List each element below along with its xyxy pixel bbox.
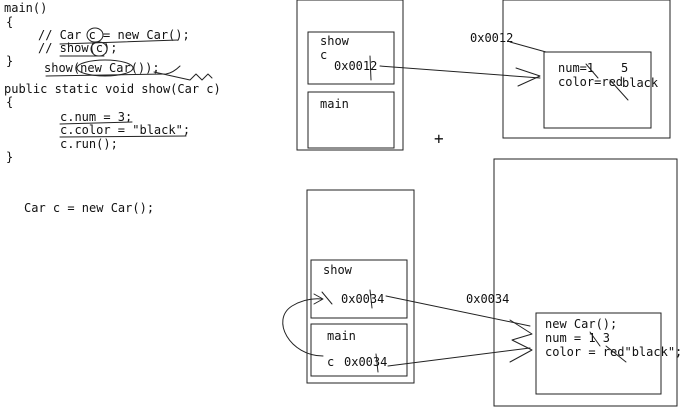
- code-line-open-brace-2: {: [6, 95, 13, 109]
- plus-mark: +: [434, 129, 444, 148]
- bottom-frame-main-addr: 0x0034: [344, 355, 387, 369]
- top-obj-color-new: black: [622, 76, 659, 90]
- bottom-num-strike: [589, 331, 601, 347]
- code-line-run-call: c.run();: [60, 137, 118, 151]
- copy-reference-curve: [282, 298, 324, 357]
- code-listing: main() { // Car c = new Car(); // show(c…: [4, 1, 221, 215]
- bottom-frame-main-label: main: [327, 329, 356, 343]
- top-pointer-arrow: [379, 65, 541, 79]
- code-line-main: main(): [4, 1, 47, 15]
- bottom-show-addr-strike: [369, 289, 373, 309]
- circle-c-show: [90, 41, 108, 57]
- copy-reference-arrowhead: [313, 293, 324, 305]
- code-line-commented-show: // show(c);: [38, 41, 117, 55]
- top-frame-main-label: main: [320, 97, 349, 111]
- bottom-show-pointer-arrow: [385, 295, 531, 327]
- top-stack: [296, 0, 404, 151]
- top-diagram: show c 0x0012 main 0x0012 num=1 5 color=…: [296, 0, 671, 151]
- bottom-stack: [306, 189, 415, 384]
- top-frame-main: [307, 91, 395, 149]
- code-line-color-assign: c.color = "black";: [60, 123, 190, 137]
- top-car-object: [543, 51, 652, 129]
- top-heap-addr-leader: [509, 41, 547, 53]
- circle-c-top: [86, 27, 104, 43]
- bottom-frame-show-addr: 0x0034: [341, 292, 384, 306]
- top-pointer-arrowhead: [515, 67, 541, 87]
- code-line-car-declaration: Car c = new Car();: [24, 201, 154, 215]
- bottom-obj-line3: color = red"black";: [545, 345, 680, 359]
- code-line-close-brace-1: }: [6, 54, 13, 68]
- bottom-main-addr-strike: [375, 353, 379, 373]
- underline-num-assign: [59, 121, 133, 125]
- bottom-obj-line2: num = 1 3: [545, 331, 610, 345]
- scribble-arrow: [153, 71, 213, 81]
- code-line-commented-new-car: // Car c = new Car();: [38, 28, 190, 42]
- top-frame-show-var: c: [320, 48, 327, 62]
- top-frame-show-addr: 0x0012: [334, 59, 377, 73]
- bottom-diagram: show 0x0034 main c 0x0034 0x0034 new Car…: [282, 158, 680, 407]
- bottom-frame-show: [310, 259, 408, 319]
- underline-color-assign: [59, 135, 187, 138]
- underline-new-car: [59, 39, 179, 45]
- code-line-show-new-car: show(new Car());: [44, 61, 160, 75]
- bottom-heap-addr-label: 0x0034: [466, 292, 509, 306]
- bottom-show-c-strike: [321, 291, 333, 305]
- top-obj-num: num=1: [558, 61, 594, 75]
- bottom-car-object: [535, 312, 662, 395]
- bottom-frame-main: [310, 323, 408, 377]
- code-line-method-signature: public static void show(Car c): [4, 82, 221, 96]
- bottom-frame-show-label: show: [323, 263, 353, 277]
- bottom-pointer-arrowheads: [509, 319, 533, 363]
- top-frame-show: [307, 31, 395, 85]
- code-annotations: [45, 27, 213, 138]
- top-obj-num-new: 5: [621, 61, 628, 75]
- underline-show-new-car: [45, 65, 181, 77]
- bottom-main-pointer-arrow: [387, 347, 531, 367]
- code-line-num-assign: c.num = 3;: [60, 110, 132, 124]
- code-line-open-brace-1: {: [6, 15, 13, 29]
- bottom-heap: [493, 158, 678, 407]
- top-frame-show-label: show: [320, 34, 350, 48]
- top-num-strike: [585, 63, 599, 79]
- bottom-color-strike: [605, 345, 627, 363]
- top-heap: [502, 0, 671, 139]
- top-color-strike: [609, 79, 629, 101]
- top-obj-color: color=red: [558, 75, 623, 89]
- bottom-obj-line1: new Car();: [545, 317, 617, 331]
- top-heap-addr-label: 0x0012: [470, 31, 513, 45]
- top-addr-strike: [369, 55, 372, 81]
- bottom-frame-main-var: c: [327, 355, 334, 369]
- circle-new-car: [76, 59, 134, 77]
- code-line-close-brace-2: }: [6, 150, 13, 164]
